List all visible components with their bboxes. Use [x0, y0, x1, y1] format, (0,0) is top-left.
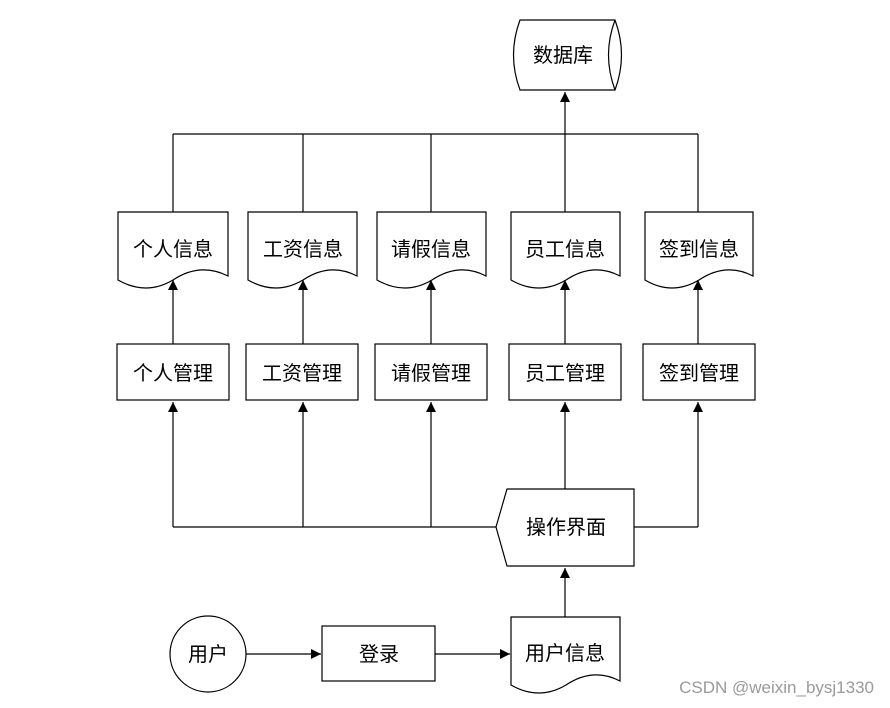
manage-box-2: 工资管理 [245, 343, 359, 401]
watermark: CSDN @weixin_bysj1330 [679, 678, 874, 697]
login-node: 登录 [321, 625, 436, 682]
info-document-1: 个人信息 [117, 211, 229, 289]
manage-to-info-arrows [168, 280, 703, 344]
interface-bus [168, 402, 703, 528]
manage-label: 员工管理 [525, 361, 605, 385]
manage-box-3: 请假管理 [374, 343, 488, 401]
user-info-label: 用户信息 [525, 641, 605, 665]
manage-label: 工资管理 [262, 361, 342, 385]
info-document-4: 员工信息 [510, 211, 621, 289]
manage-box-5: 签到管理 [642, 343, 756, 401]
info-label: 员工信息 [525, 237, 605, 261]
user-node: 用户 [169, 615, 247, 693]
info-document-5: 签到信息 [644, 211, 754, 289]
info-label: 请假信息 [391, 237, 471, 261]
manage-label: 签到管理 [659, 361, 739, 385]
user-info-document: 用户信息 [510, 616, 621, 694]
info-document-2: 工资信息 [247, 211, 358, 289]
info-label: 签到信息 [659, 237, 739, 261]
manage-label: 个人管理 [133, 361, 213, 385]
database-bus [172, 92, 699, 212]
manage-box-1: 个人管理 [116, 343, 230, 401]
interface-node: 操作界面 [495, 488, 635, 567]
info-document-3: 请假信息 [376, 211, 487, 289]
info-label: 工资信息 [263, 237, 343, 261]
interface-label: 操作界面 [526, 515, 606, 539]
database-node: 数据库 [512, 19, 623, 91]
user-label: 用户 [188, 642, 228, 666]
database-label: 数据库 [533, 43, 593, 67]
login-label: 登录 [359, 642, 399, 666]
manage-label: 请假管理 [391, 361, 471, 385]
info-label: 个人信息 [133, 237, 213, 261]
manage-box-4: 员工管理 [508, 343, 622, 401]
